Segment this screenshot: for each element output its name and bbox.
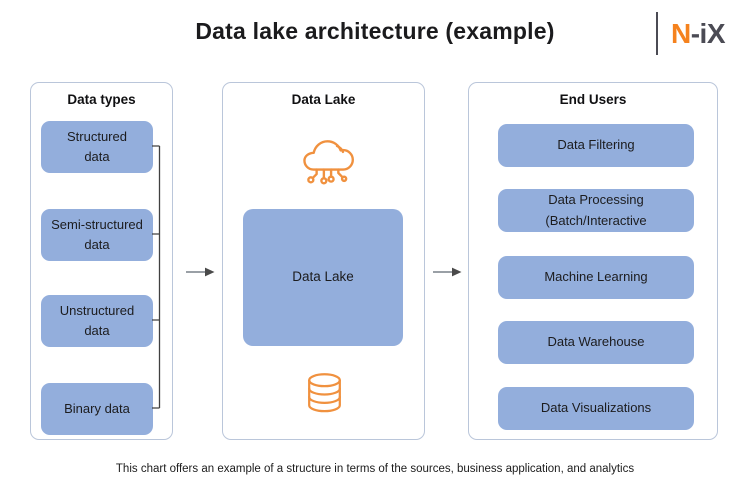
logo-accent-letter: N (671, 18, 691, 49)
arrow-right-icon-right (433, 267, 462, 277)
logo-text: N-iX (671, 12, 726, 55)
data-type-box-binary: Binary data (41, 383, 153, 435)
logo: N-iX (656, 12, 726, 55)
data-type-box-unstructured: Unstructured data (41, 295, 153, 347)
panel-data-lake-title: Data Lake (291, 92, 356, 107)
panel-data-types: Data types Structured data Semi-structur… (30, 82, 173, 440)
database-icon (308, 373, 341, 413)
data-type-box-semi-structured: Semi-structured data (41, 209, 153, 261)
end-user-box-data-warehouse: Data Warehouse (498, 321, 694, 364)
panel-data-lake: Data Lake Data Lake (222, 82, 425, 440)
logo-rest-letters: -iX (690, 18, 726, 49)
data-lake-box: Data Lake (243, 209, 403, 346)
panel-end-users-title: End Users (559, 92, 627, 107)
end-user-box-data-visualizations: Data Visualizations (498, 387, 694, 430)
end-user-box-data-filtering: Data Filtering (498, 124, 694, 167)
end-user-box-machine-learning: Machine Learning (498, 256, 694, 299)
page-title: Data lake architecture (example) (195, 18, 555, 44)
panel-end-users: End Users Data Filtering Data Processing… (468, 82, 718, 440)
panel-data-types-title: Data types (67, 92, 136, 107)
end-user-box-data-processing: Data Processing (Batch/Interactive (498, 189, 694, 232)
caption: This chart offers an example of a struct… (115, 463, 635, 475)
data-type-box-structured: Structured data (41, 121, 153, 173)
arrow-right-icon-left (186, 267, 215, 277)
logo-divider (656, 12, 658, 55)
cloud-computing-icon (303, 140, 354, 185)
